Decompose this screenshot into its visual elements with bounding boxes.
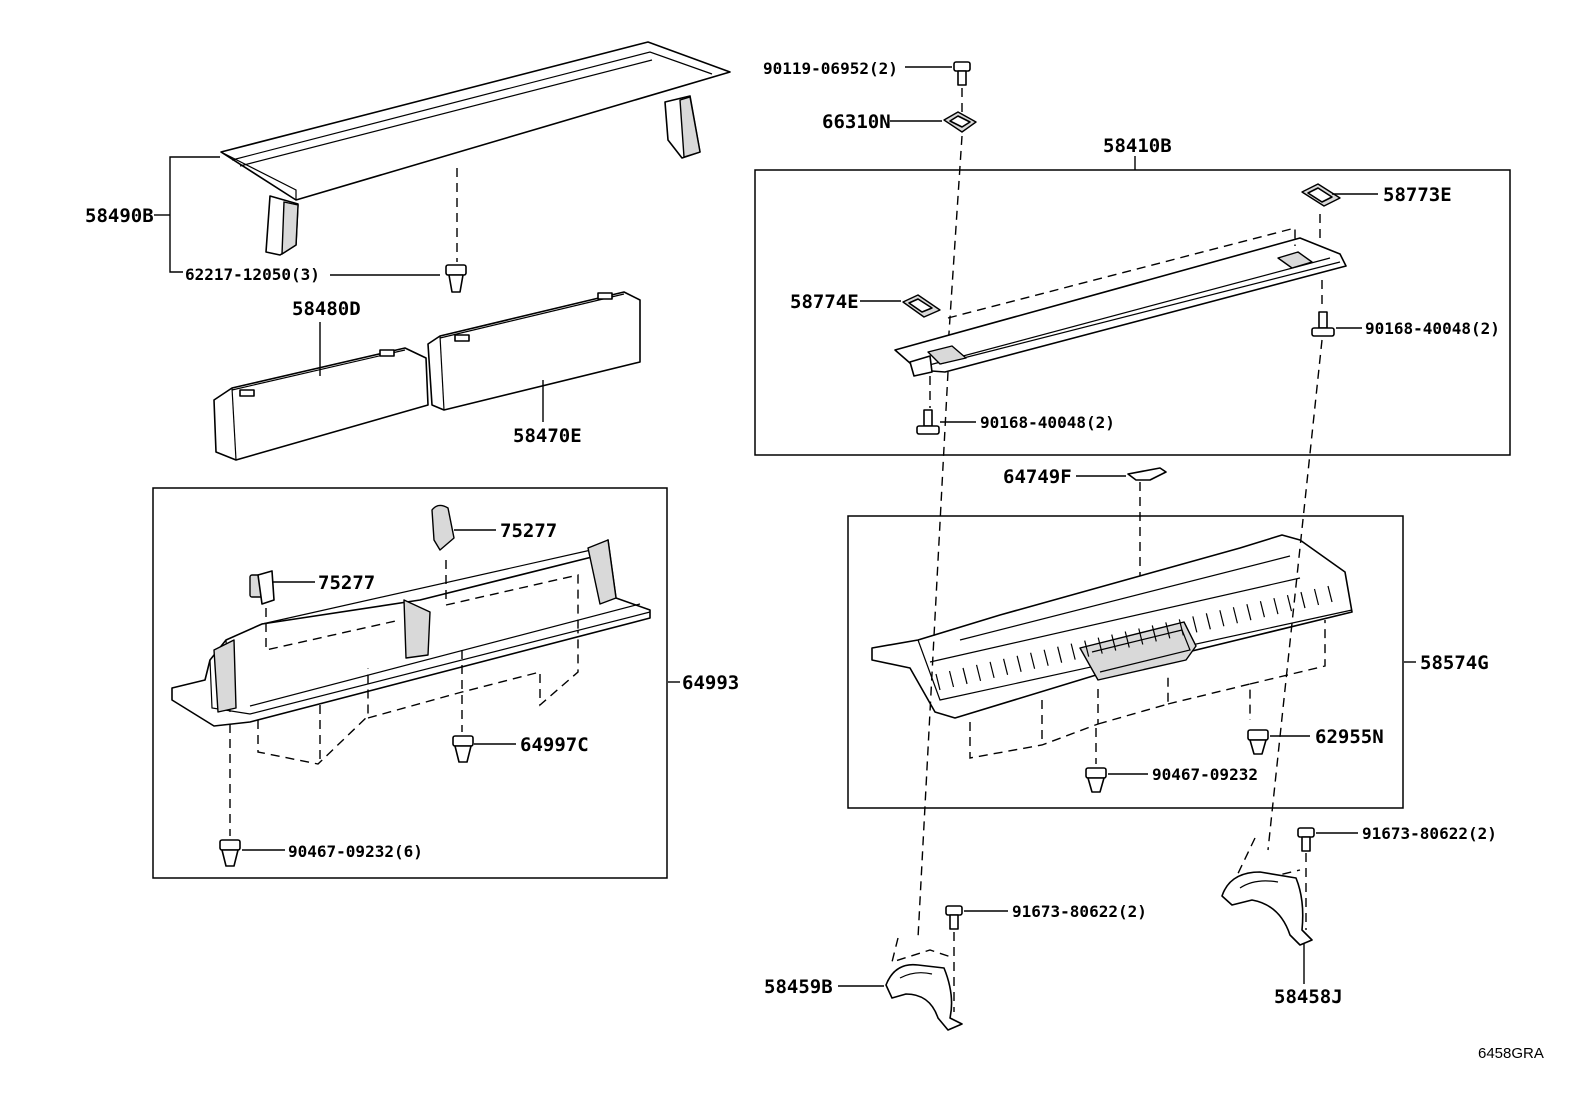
label-58574G: 58574G [1420,652,1489,674]
label-58490B: 58490B [85,205,154,227]
bolt-91673a-icon [945,905,963,930]
label-91673a: 91673-80622(2) [1012,902,1147,921]
clip-90467-icon [1085,767,1107,793]
dash-58574G-d [1167,683,1251,720]
part-58480D [213,347,429,461]
rib-line [1313,588,1320,606]
label-75277a: 75277 [318,572,375,594]
part-58574G-ribs [935,585,1333,691]
dash-64993-c [367,630,579,719]
rib-line [1327,585,1333,603]
label-58458J: 58458J [1274,986,1343,1008]
part-58410B [894,237,1347,377]
dash-75277b [445,560,579,630]
part-58490B [220,41,731,256]
label-91673b: 91673-80622(2) [1362,824,1497,843]
bolt-90168a-icon [1311,311,1335,337]
label-90467: 90467-09232 [1152,765,1258,784]
rib-line [1043,649,1049,666]
dash-58574G-c [1097,672,1169,725]
clip-62217-icon [445,264,467,293]
rib-line [1300,591,1306,609]
rib-line [1138,628,1144,645]
rib-line [1084,640,1090,657]
label-62217: 62217-12050(3) [185,265,320,284]
bolt-90168b-icon [916,409,940,435]
clip-64997C-icon [452,735,474,763]
label-64993: 64993 [682,672,739,694]
box-58574G [847,515,1404,809]
rib-line [1003,658,1009,675]
rib-line [1070,643,1076,660]
rib-line [935,673,941,691]
label-58773E: 58773E [1383,184,1452,206]
part-64993 [171,539,651,727]
dash-left-long [917,371,949,939]
label-58459B: 58459B [764,976,833,998]
plate-58773E-icon [1301,183,1341,207]
bolt-90119-icon [953,61,971,86]
rib-line [1178,619,1184,636]
rib-line [1232,607,1238,624]
rib-line [962,667,968,685]
plate-58774E-icon [902,294,941,318]
label-75277b: 75277 [500,520,557,542]
label-90168b: 90168-40048(2) [980,413,1115,432]
dash-64993-a [257,668,369,765]
dash-58459B [891,937,955,964]
label-58774E: 58774E [790,291,859,313]
label-58470E: 58470E [513,425,582,447]
label-58410B: 58410B [1103,135,1172,157]
rib-line [1259,601,1265,618]
dash-58574G-e [1249,620,1326,685]
rib-line [948,670,955,688]
bracket-58490B [169,156,220,273]
clip-75277a-icon [249,570,275,605]
bolt-91673b-icon [1297,827,1315,852]
label-66310N: 66310N [822,111,891,133]
label-90168a: 90168-40048(2) [1365,319,1500,338]
diagram-code: 6458GRA [1478,1045,1544,1062]
clip-90467-6-icon [219,839,241,867]
rib-line [1016,655,1022,672]
label-90119: 90119-06952(2) [763,59,898,78]
rib-line [1165,622,1171,639]
clip-62955N-icon [1247,729,1269,755]
clip-64749F-icon [1127,467,1167,481]
box-58410B [754,169,1511,456]
label-90467-6: 90467-09232(6) [288,842,423,861]
rib-line [1124,631,1130,648]
label-64997C: 64997C [520,734,589,756]
part-58458J [1221,871,1313,946]
label-58480D: 58480D [292,298,361,320]
rib-line [989,661,995,679]
rib-line [1219,610,1225,627]
label-64749F: 64749F [1003,466,1072,488]
rib-line [975,664,982,682]
rib-line [1286,594,1293,612]
dash-66310N [947,135,963,349]
dash-right-long [1267,339,1323,851]
part-58470E [427,291,641,411]
box-64993 [152,487,668,879]
rib-line [1097,637,1103,654]
part-58574G [871,534,1353,719]
rib-line [1192,616,1198,633]
rib-line [1273,597,1279,615]
rib-line [1111,634,1117,651]
part-58459B [885,963,963,1031]
dash-58574G-a [969,688,1099,759]
nut-66310N-icon [943,111,977,133]
label-62955N: 62955N [1315,726,1384,748]
rib-line [1057,646,1063,663]
rib-line [1030,652,1036,669]
rib-line [1205,613,1211,630]
clip-75277b-icon [431,504,455,551]
rib-line [1246,604,1252,621]
rib-line [1151,625,1157,642]
